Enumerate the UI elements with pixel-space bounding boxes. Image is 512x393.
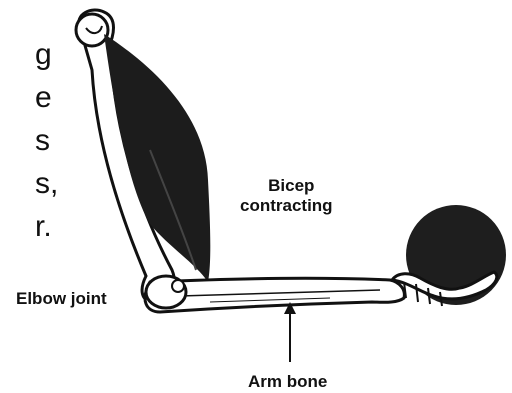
clipped-text-5: r. [35,212,52,242]
arm-bone-label: Arm bone [248,372,327,392]
bicep-label: Bicep contracting [240,176,333,215]
elbow-joint-label: Elbow joint [16,289,107,309]
clipped-text-3: s [35,126,50,156]
clipped-text-2: e [35,83,52,113]
bicep-label-line2: contracting [240,196,333,216]
clipped-text-4: s, [35,169,58,199]
shoulder-joint [76,14,108,46]
bicep-label-line1: Bicep [240,176,333,196]
clipped-text-1: g [35,40,52,70]
